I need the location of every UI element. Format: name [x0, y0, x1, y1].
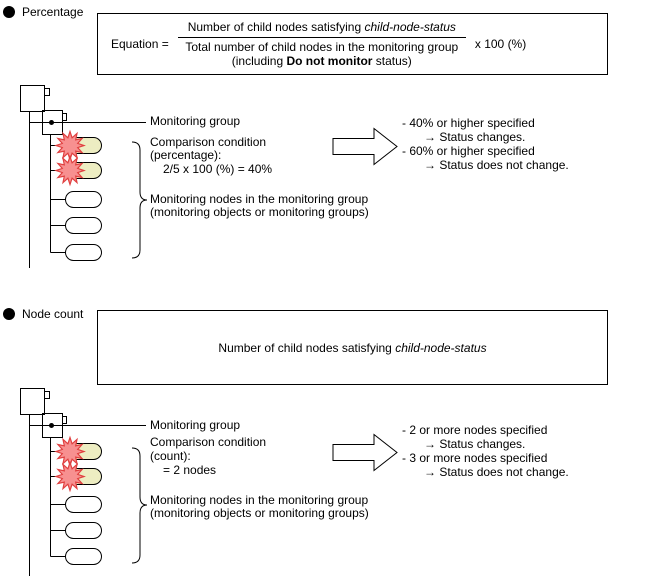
denominator-suffix: status) — [372, 54, 412, 68]
denominator-bold-term: Do not monitor — [286, 54, 373, 68]
section-percentage-heading: Percentage — [3, 5, 83, 19]
comparison-condition-value: 2/5 x 100 (%) = 40% — [163, 162, 273, 176]
monitoring-node-pill — [65, 548, 102, 565]
outcome-result: → Status changes. — [424, 437, 526, 451]
equation-fraction: Number of child nodes satisfying child-n… — [177, 20, 466, 68]
status-changed-starburst-icon — [55, 461, 85, 492]
outcome-condition: - 2 or more nodes specified — [402, 423, 548, 437]
implies-arrow-icon — [332, 433, 398, 472]
grouping-brace — [131, 141, 148, 259]
monitoring-node-pill — [65, 217, 102, 234]
monitoring-group-icon — [42, 413, 67, 438]
tree-connector-lines — [29, 414, 146, 576]
bullet-icon — [3, 6, 15, 18]
outcome-condition: - 60% or higher specified — [402, 144, 535, 158]
formula-prefix: Number of child nodes satisfying — [218, 340, 396, 355]
comparison-condition-label: Comparison condition — [150, 135, 267, 149]
root-node-icon — [20, 388, 50, 415]
bullet-icon — [3, 308, 15, 320]
monitoring-nodes-label-line2: (monitoring objects or monitoring groups… — [150, 205, 369, 219]
grouping-brace — [131, 447, 148, 564]
formula-text: Number of child nodes satisfying child-n… — [218, 341, 486, 355]
monitoring-group-icon — [42, 110, 67, 135]
denominator-line2: (including Do not monitor status) — [178, 54, 466, 68]
comparison-condition-label: Comparison condition — [150, 435, 267, 449]
status-changed-starburst-icon — [55, 155, 85, 186]
section-title: Percentage — [22, 5, 84, 19]
equation-multiplier: x 100 (%) — [474, 37, 527, 51]
monitoring-nodes-label-line2: (monitoring objects or monitoring groups… — [150, 506, 369, 520]
equation-label: Equation = — [111, 37, 169, 51]
section-title: Node count — [22, 307, 84, 321]
denominator-line1: Total number of child nodes in the monit… — [185, 40, 459, 54]
comparison-condition-type: (count): — [150, 449, 191, 463]
monitoring-nodes-label-line1: Monitoring nodes in the monitoring group — [150, 493, 369, 507]
monitoring-node-pill — [65, 496, 102, 513]
fraction-denominator: Total number of child nodes in the monit… — [178, 38, 466, 68]
percentage-tree — [20, 85, 398, 268]
fraction-numerator: Number of child nodes satisfying child-n… — [177, 20, 466, 38]
monitoring-nodes-label-line1: Monitoring nodes in the monitoring group — [150, 192, 369, 206]
comparison-condition-value: = 2 nodes — [163, 463, 217, 477]
formula-variable: child-node-status — [395, 340, 487, 355]
monitoring-group-label: Monitoring group — [150, 114, 241, 128]
outcome-result: → Status does not change. — [424, 465, 569, 479]
equation-box: Equation = Number of child nodes satisfy… — [97, 13, 608, 75]
section-node-count-heading: Node count — [3, 307, 83, 321]
denominator-prefix: (including — [231, 54, 287, 68]
outcome-condition: - 40% or higher specified — [402, 116, 535, 130]
numerator-variable: child-node-status — [364, 20, 456, 34]
outcome-result: → Status changes. — [424, 130, 526, 144]
monitoring-group-label: Monitoring group — [150, 418, 241, 432]
outcome-condition: - 3 or more nodes specified — [402, 451, 548, 465]
monitoring-node-pill — [65, 191, 102, 208]
monitoring-node-pill — [65, 244, 102, 261]
root-node-icon — [20, 85, 50, 112]
implies-arrow-icon — [332, 127, 398, 166]
numerator-text: Number of child nodes satisfying — [187, 20, 365, 34]
formula-box: Number of child nodes satisfying child-n… — [97, 310, 608, 385]
outcome-result: → Status does not change. — [424, 158, 569, 172]
tree-connector-lines — [29, 111, 146, 268]
monitoring-node-pill — [65, 522, 102, 539]
node-count-tree — [20, 388, 398, 576]
comparison-condition-type: (percentage): — [150, 148, 222, 162]
